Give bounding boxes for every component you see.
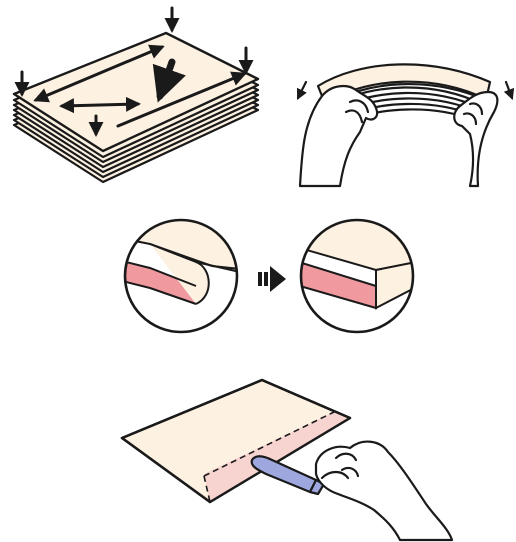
transition-arrow-icon bbox=[258, 266, 286, 292]
arrow-flex-right bbox=[506, 82, 512, 98]
flattened-edge-icon bbox=[286, 210, 426, 332]
arrow-flex-left bbox=[298, 82, 306, 98]
paper-stack-icon bbox=[14, 33, 258, 182]
curled-edge-icon bbox=[110, 210, 250, 332]
arrow-diagonal bbox=[62, 104, 138, 106]
hand-holding-pen bbox=[316, 442, 452, 540]
pen-flattening-icon bbox=[252, 456, 324, 494]
flexing-hands-icon bbox=[298, 64, 512, 186]
